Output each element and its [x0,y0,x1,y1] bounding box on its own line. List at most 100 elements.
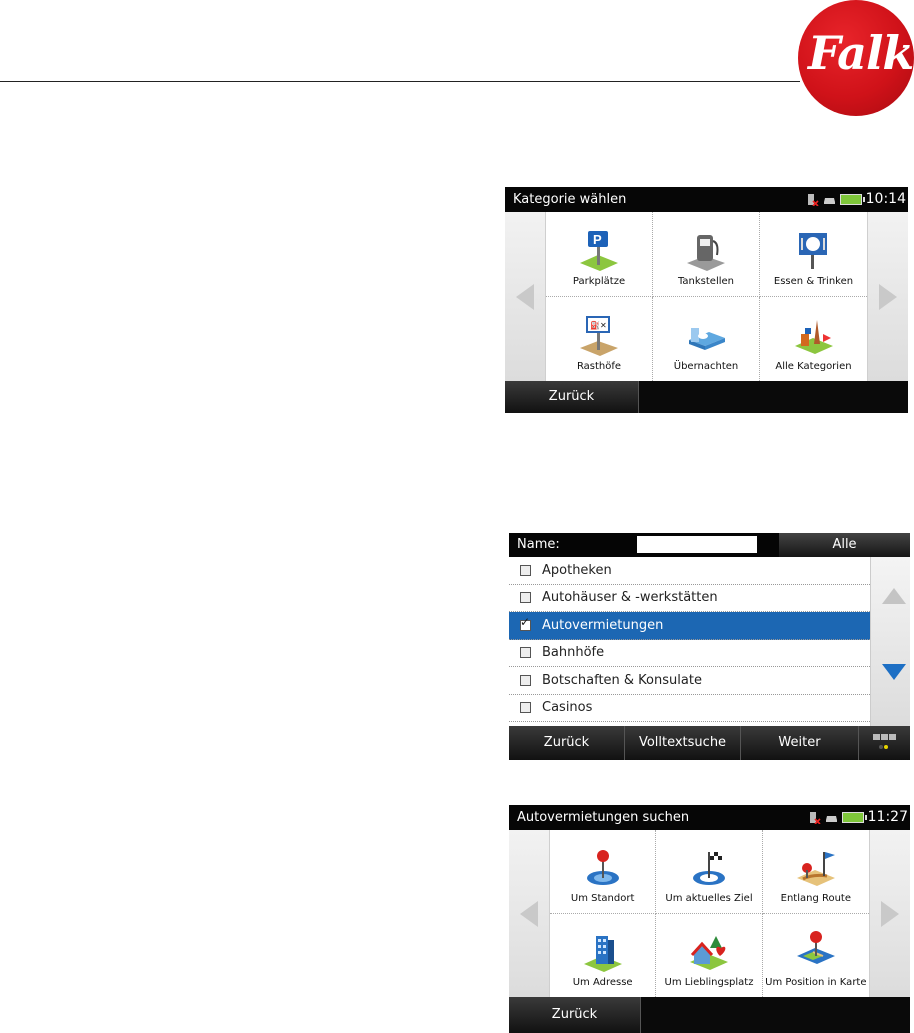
title-bar: Autovermietungen suchen 11:27 [509,805,910,830]
option-entlang-route[interactable]: Entlang Route [762,830,869,914]
svg-text:P: P [593,232,602,247]
category-grid-area: P Parkplätze Tankstellen Essen & Trinken… [505,212,908,381]
option-label: Um Adresse [572,977,633,988]
category-uebernachten[interactable]: Übernachten [653,296,760,381]
bed-icon [689,328,725,350]
search-options-screen: Autovermietungen suchen 11:27 Um Standor… [509,805,910,1033]
option-label: Um Lieblingsplatz [664,977,754,988]
search-option-grid-area: Um Standort Um aktuelles Ziel Entlang Ro… [509,830,910,997]
bottom-bar: Zurück Volltextsuche Weiter [509,726,910,760]
list-item[interactable]: Bahnhöfe [509,640,870,667]
full-text-search-button[interactable]: Volltextsuche [625,726,741,760]
next-page-button[interactable] [869,830,910,997]
category-list: Apotheken Autohäuser & -werkstätten Auto… [509,557,870,726]
category-select-screen: Kategorie wählen 10:14 P Parkplätze Tank… [505,187,908,413]
category-label: Parkplätze [572,275,626,287]
list-item[interactable]: Apotheken [509,557,870,585]
list-item[interactable]: Casinos [509,695,870,722]
battery-icon [839,194,865,205]
list-item-label: Apotheken [542,562,612,578]
destination-flag-icon [692,851,725,885]
all-button[interactable]: Alle [779,533,910,557]
prev-page-button[interactable] [509,830,550,997]
back-button[interactable]: Zurück [505,381,639,413]
car-icon [823,197,835,204]
list-item[interactable]: Botschaften & Konsulate [509,667,870,695]
category-label: Übernachten [673,361,739,372]
arrow-right-icon [879,283,897,310]
screen-title: Kategorie wählen [513,192,627,207]
scroll-up-icon[interactable] [882,588,906,604]
checkbox[interactable] [520,592,531,604]
list-item-label: Bahnhöfe [542,645,605,661]
clock: 10:14 [865,191,906,207]
name-label: Name: [517,537,560,552]
building-address-icon [583,936,622,972]
option-label: Um Standort [570,892,635,904]
svg-text:⛽✕: ⛽✕ [590,320,607,330]
search-option-grid: Um Standort Um aktuelles Ziel Entlang Ro… [550,830,869,997]
list-item-label: Botschaften & Konsulate [542,672,702,688]
option-label: Um Position in Karte [765,977,867,988]
category-rasthoefe[interactable]: ⛽✕ Rasthöfe [546,296,653,381]
list-item-label: Autovermietungen [542,617,664,633]
status-area: 10:14 [806,187,906,212]
option-um-lieblingsplatz[interactable]: Um Lieblingsplatz [656,913,763,997]
list-item[interactable]: Autohäuser & -werkstätten [509,585,870,612]
option-um-position-in-karte[interactable]: Um Position in Karte [763,914,869,998]
list-item-selected[interactable]: Autovermietungen [509,612,870,640]
all-categories-icon [794,320,833,354]
back-button[interactable]: Zurück [509,726,625,760]
screen-title: Autovermietungen suchen [517,810,690,825]
category-list-screen: Name: Alle Apotheken Autohäuser & -werks… [509,533,910,760]
favorite-place-icon [689,936,728,970]
scroll-down-icon[interactable] [882,664,906,680]
name-input[interactable] [637,536,757,553]
category-label: Essen & Trinken [773,275,854,287]
battery-icon [841,812,867,823]
category-alle[interactable]: Alle Kategorien [760,297,867,382]
keyboard-icon [872,734,896,749]
route-flag-icon [796,851,835,886]
option-um-adresse[interactable]: Um Adresse [550,913,657,997]
list-item-label: Casinos [542,700,593,716]
prev-page-button[interactable] [505,212,546,381]
back-button[interactable]: Zurück [509,997,641,1033]
falk-logo: Falk [798,0,914,116]
checkbox-checked[interactable] [520,615,531,631]
phone-disconnected-icon [809,811,821,824]
fuel-pump-icon [687,234,725,271]
option-label: Um aktuelles Ziel [665,892,753,904]
header-divider [0,81,800,82]
title-bar: Kategorie wählen 10:14 [505,187,908,212]
next-page-button[interactable] [867,212,908,381]
list-scrollbar [870,557,910,726]
map-position-icon [796,931,835,964]
list-item-label: Autohäuser & -werkstätten [542,590,718,606]
location-pin-icon [586,849,619,885]
category-essen-trinken[interactable]: Essen & Trinken [760,212,867,297]
car-icon [825,815,837,822]
arrow-right-icon [881,900,899,927]
keyboard-toggle-button[interactable] [859,726,910,760]
rest-area-sign-icon: ⛽✕ [580,316,618,356]
bottom-bar: Zurück [505,381,908,413]
option-label: Entlang Route [780,892,852,904]
checkbox[interactable] [520,647,531,659]
checkbox[interactable] [520,702,531,714]
status-area: 11:27 [808,805,908,830]
option-um-standort[interactable]: Um Standort [550,830,657,914]
checkbox[interactable] [520,564,531,576]
phone-disconnected-icon [807,193,819,206]
bottom-bar: Zurück [509,997,910,1033]
next-button[interactable]: Weiter [741,726,859,760]
category-tankstellen[interactable]: Tankstellen [653,212,760,297]
option-um-aktuelles-ziel[interactable]: Um aktuelles Ziel [656,830,763,914]
checkbox[interactable] [520,674,531,686]
category-label: Alle Kategorien [775,361,852,372]
name-filter-bar: Name: Alle [509,533,910,557]
arrow-left-icon [520,900,538,927]
category-label: Tankstellen [677,275,735,287]
category-parkplaetze[interactable]: P Parkplätze [546,212,653,297]
category-grid: P Parkplätze Tankstellen Essen & Trinken… [546,212,867,381]
